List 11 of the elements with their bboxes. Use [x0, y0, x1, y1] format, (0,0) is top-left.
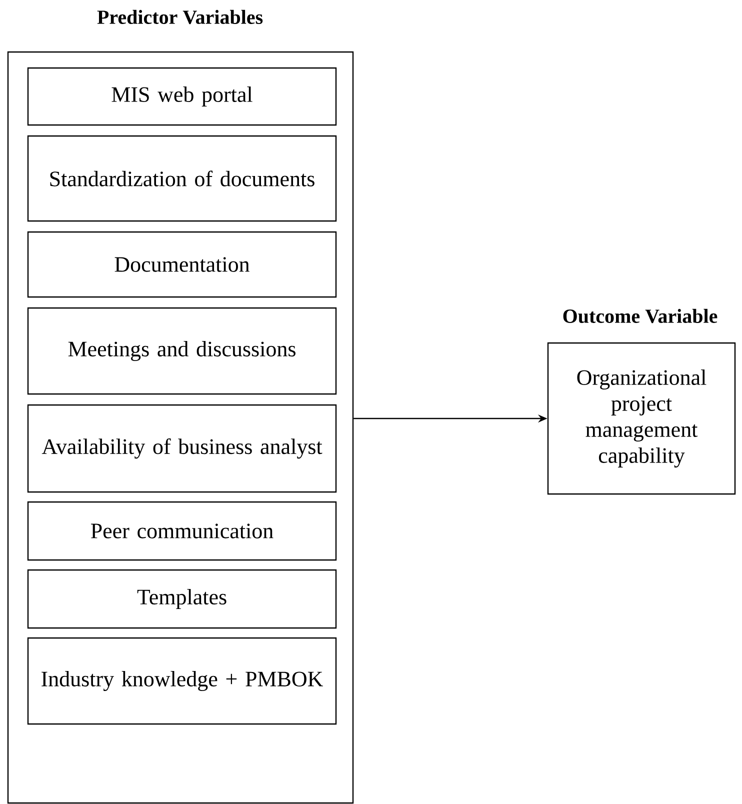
variable-box: Documentation [27, 231, 337, 298]
variable-box: Meetings and discussions [27, 307, 337, 395]
heading: Predictor Variables [97, 10, 263, 24]
variable-box: Organizational project management capability [547, 342, 736, 495]
variable-box: Standardization of documents [27, 135, 337, 222]
variable-box: Peer communication [27, 501, 337, 561]
variable-box: Templates [27, 569, 337, 629]
heading: Outcome Variable [563, 308, 718, 324]
variable-box: MIS web portal [27, 67, 337, 126]
variable-box: Industry knowledge + PMBOK [27, 637, 337, 725]
variable-box: Availability of business analyst [27, 404, 337, 493]
